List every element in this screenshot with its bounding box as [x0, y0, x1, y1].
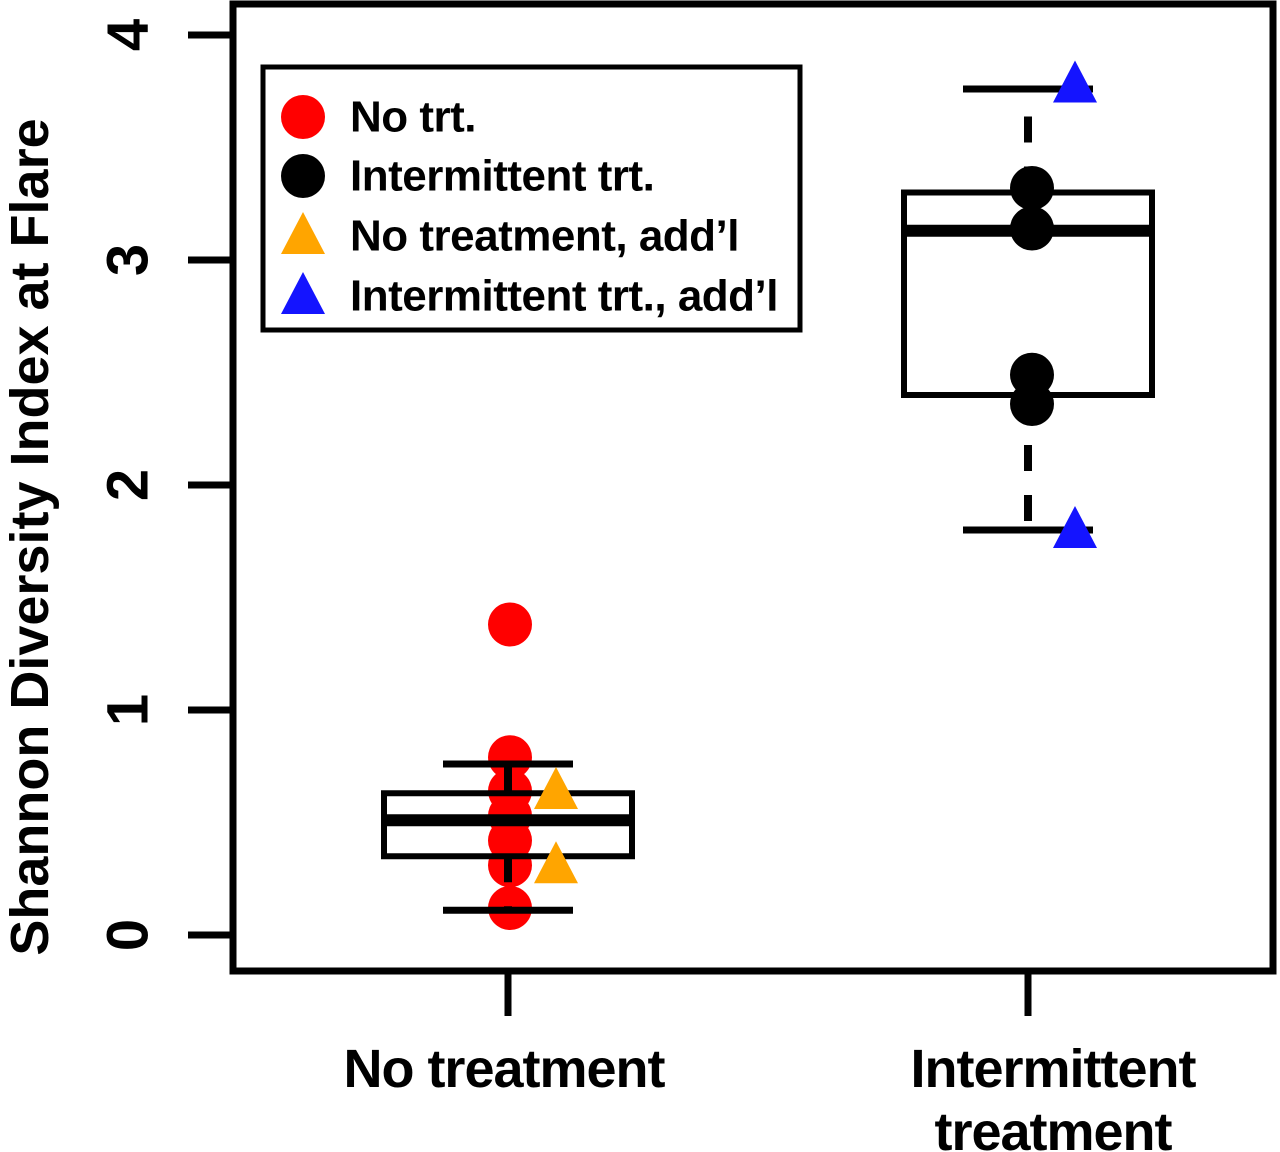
y-tick-label: 0: [96, 919, 161, 951]
data-point-triangle: [534, 841, 578, 884]
y-tick-label: 3: [96, 244, 161, 276]
red-circle-legend-symbol: [281, 95, 325, 139]
legend-box: [260, 64, 803, 333]
legend-label: No trt.: [350, 93, 476, 142]
black-circle-legend-symbol: [281, 154, 325, 198]
x-axis-label: treatment: [934, 1102, 1172, 1152]
data-point-triangle: [1053, 60, 1097, 103]
legend-label: Intermittent trt., add’l: [350, 272, 778, 321]
data-point-circle: [488, 735, 532, 780]
y-axis-title: Shannon Diversity Index at Flare: [0, 118, 60, 955]
blue-triangle-legend-symbol: [281, 272, 325, 314]
x-axis-label: No treatment: [343, 1039, 665, 1099]
boxplot-box: [901, 189, 1155, 398]
y-tick-label: 2: [96, 469, 161, 501]
legend-label: Intermittent trt.: [350, 152, 654, 201]
y-tick-label: 1: [96, 694, 161, 726]
legend-label: No treatment, add’l: [350, 212, 739, 261]
y-tick-label: 4: [96, 19, 161, 51]
data-point-triangle: [1053, 506, 1097, 548]
data-point-triangle: [534, 767, 578, 809]
data-point-circle: [488, 602, 532, 647]
x-axis-label: Intermittent: [911, 1039, 1197, 1099]
orange-triangle-legend-symbol: [281, 212, 325, 254]
